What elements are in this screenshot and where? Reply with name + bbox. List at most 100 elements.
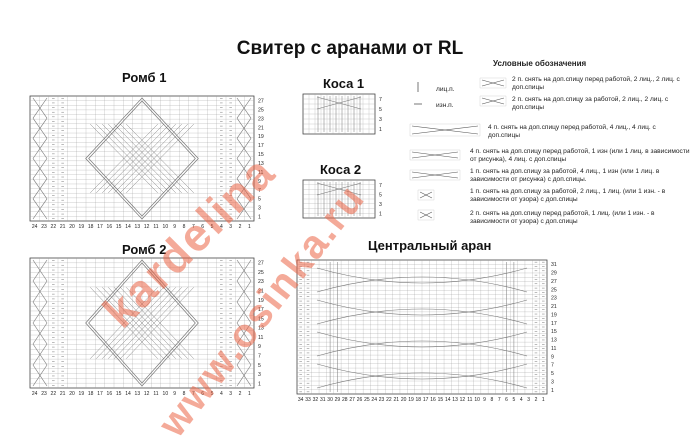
- romb2-braid: [236, 364, 252, 387]
- romb2-braid: [236, 322, 252, 345]
- romb2-braid: [236, 259, 252, 282]
- romb1-col-label: 21: [60, 224, 66, 230]
- central-cable: [316, 276, 528, 293]
- central-col-label: 5: [513, 397, 516, 403]
- romb1-row-label: 15: [258, 152, 264, 158]
- romb2-row-label: 9: [258, 344, 261, 350]
- romb1-col-label: 20: [69, 224, 75, 230]
- central-col-label: 25: [364, 397, 370, 403]
- romb1-col-label: 19: [79, 224, 85, 230]
- kosa1-row-label: 1: [379, 127, 382, 133]
- central-col-label: 31: [320, 397, 326, 403]
- kosa2-braid: [316, 182, 362, 196]
- central-cable: [316, 267, 528, 284]
- romb2-braid: [32, 301, 48, 324]
- central-col-label: 21: [393, 397, 399, 403]
- romb2-row-label: 25: [258, 270, 264, 276]
- central-col-label: 2: [535, 397, 538, 403]
- romb2-braid: [32, 343, 48, 366]
- central-col-label: 6: [505, 397, 508, 403]
- romb2-braid: [32, 280, 48, 303]
- romb1-braid: [32, 117, 48, 139]
- central-row-label: 19: [551, 312, 557, 318]
- romb1-col-label: 23: [41, 224, 47, 230]
- central-row-label: 25: [551, 287, 557, 293]
- romb1-col-label: 7: [192, 224, 195, 230]
- romb1-col-label: 6: [201, 224, 204, 230]
- central-row-label: 17: [551, 321, 557, 327]
- central-cable: [316, 299, 528, 316]
- romb2-row-label: 27: [258, 261, 264, 267]
- cross-left-2-2-symbol: [481, 79, 505, 87]
- chart-title-romb1: Ромб 1: [122, 70, 167, 85]
- romb2-lattice: [96, 287, 164, 359]
- romb2-row-label: 1: [258, 381, 261, 387]
- romb2-lattice: [102, 287, 170, 359]
- legend-item-2: изн.п.: [436, 102, 454, 109]
- romb2-col-label: 19: [79, 391, 85, 397]
- romb2-row-label: 19: [258, 298, 264, 304]
- romb1-row-label: 9: [258, 179, 261, 185]
- romb2-col-label: 22: [51, 391, 57, 397]
- chart-title-central: Центральный аран: [368, 238, 492, 253]
- central-col-label: 33: [305, 397, 311, 403]
- central-row-label: 13: [551, 338, 557, 344]
- romb2-col-label: 11: [153, 391, 158, 397]
- romb2-col-label: 15: [116, 391, 122, 397]
- kosa1-row-label: 7: [379, 97, 382, 103]
- central-col-label: 15: [438, 397, 444, 403]
- romb1-row-label: 27: [258, 98, 264, 104]
- romb1-row-label: 7: [258, 188, 261, 194]
- romb2-diamond-line: [88, 262, 196, 384]
- romb1-col-label: 2: [239, 224, 242, 230]
- romb2-braid: [32, 259, 48, 282]
- central-col-label: 30: [327, 397, 333, 403]
- central-col-label: 22: [386, 397, 392, 403]
- romb1-diamond-line: [88, 100, 196, 217]
- romb2-row-label: 13: [258, 326, 264, 332]
- romb1-lattice: [120, 123, 188, 194]
- romb1-col-label: 11: [153, 224, 158, 230]
- romb2-col-label: 2: [239, 391, 242, 397]
- romb2-lattice: [120, 287, 188, 359]
- page-title: Свитер с аранами от RL: [236, 38, 464, 59]
- romb1-lattice: [96, 123, 164, 194]
- romb2-col-label: 5: [211, 391, 214, 397]
- central-col-label: 12: [460, 397, 466, 403]
- cross-small-a-symbol: [419, 191, 433, 199]
- central-col-label: 3: [527, 397, 530, 403]
- romb1-col-label: 13: [135, 224, 141, 230]
- kosa2-row-label: 7: [379, 183, 382, 189]
- romb2-col-label: 7: [192, 391, 195, 397]
- central-row-label: 29: [551, 271, 557, 277]
- romb1-row-label: 13: [258, 161, 264, 167]
- romb1-braid: [32, 158, 48, 179]
- central-row-label: 11: [551, 346, 556, 352]
- central-cable: [316, 331, 528, 348]
- central-col-label: 19: [408, 397, 414, 403]
- central-col-label: 11: [467, 397, 472, 403]
- kosa2-row-label: 1: [379, 211, 382, 217]
- romb2-row-label: 21: [258, 289, 264, 295]
- romb2-row-label: 5: [258, 363, 261, 369]
- romb1-braid: [236, 158, 252, 179]
- romb1-braid: [32, 138, 48, 159]
- central-cable: [316, 308, 528, 325]
- romb2-row-label: 3: [258, 372, 261, 378]
- romb1-col-label: 3: [229, 224, 232, 230]
- kosa1-row-label: 3: [379, 117, 382, 123]
- central-col-label: 32: [313, 397, 319, 403]
- romb1-col-label: 17: [97, 224, 103, 230]
- central-col-label: 24: [371, 397, 377, 403]
- legend-item-4: 2 п. снять на доп.спицу за работой, 2 ли…: [512, 96, 669, 111]
- central-col-label: 29: [335, 397, 341, 403]
- legend-item-7: 1 п. снять на доп.спицу за работой, 4 ли…: [470, 168, 660, 183]
- cross-small-b-symbol: [419, 211, 433, 219]
- romb2-col-label: 6: [201, 391, 204, 397]
- romb2-braid: [32, 322, 48, 345]
- kosa1-braid: [316, 96, 362, 110]
- romb2-col-label: 17: [97, 391, 103, 397]
- central-col-label: 18: [416, 397, 422, 403]
- central-row-label: 21: [551, 304, 557, 310]
- romb2-col-label: 13: [135, 391, 141, 397]
